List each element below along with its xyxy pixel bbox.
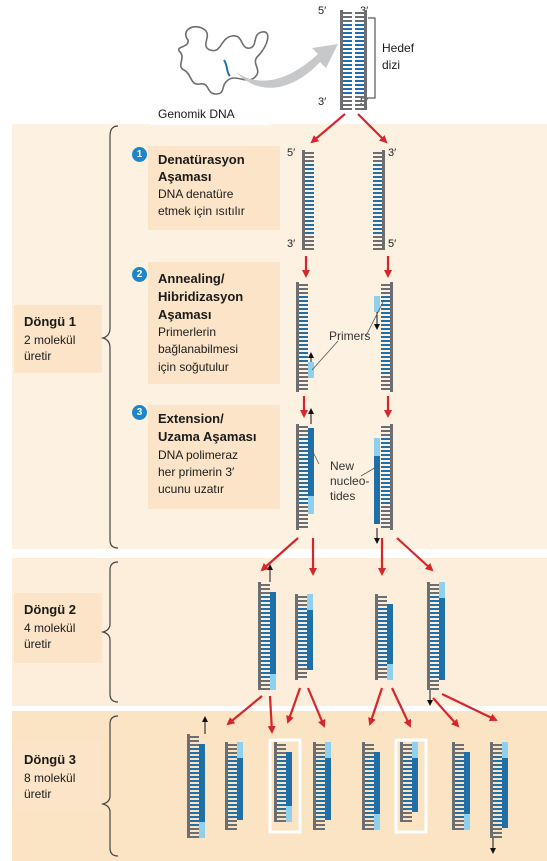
target-strand-right-rung bbox=[355, 40, 364, 42]
new-nucleotides-callout-1: New bbox=[330, 458, 354, 474]
target-strand-left bbox=[340, 10, 352, 110]
target-strand-right-rung bbox=[355, 24, 364, 26]
target-bracket bbox=[368, 18, 375, 98]
step-2-title-2: Hibridizasyon bbox=[158, 288, 243, 305]
target-strand-left-rung bbox=[343, 52, 352, 54]
step-3-title-2: Uzama Aşaması bbox=[158, 428, 257, 445]
cycle-1-title: Döngü 1 bbox=[24, 313, 76, 330]
step-3-desc-1: DNA polimeraz bbox=[158, 447, 238, 463]
step-2-desc-2: bağlanabilmesi bbox=[158, 341, 238, 357]
target-strand-right-rung bbox=[355, 64, 364, 66]
target-strand-right-rung bbox=[355, 72, 364, 74]
step-2-desc-1: Primerlerin bbox=[158, 324, 216, 340]
step1-right-3prime: 3′ bbox=[388, 147, 396, 159]
target-strand-left-rung bbox=[343, 100, 352, 102]
target-strand-right-rung bbox=[355, 60, 364, 62]
target-strand-right-rung bbox=[355, 88, 364, 90]
target-strand-left-rung bbox=[343, 40, 352, 42]
target-strand-left-rung bbox=[343, 12, 352, 14]
step-1-title-2: Aşaması bbox=[158, 168, 211, 185]
step-1-title-1: Denatürasyon bbox=[158, 151, 245, 168]
cycle-2-line1: 4 molekül bbox=[24, 620, 75, 636]
step-2-title-1: Annealing/ bbox=[158, 270, 224, 287]
target-strand-left-rung bbox=[343, 72, 352, 74]
new-nucleotides-callout-3: tides bbox=[330, 488, 355, 504]
target-strand-right-rung bbox=[355, 20, 364, 22]
target-strand-left-rung bbox=[343, 64, 352, 66]
target-strand-left-rung bbox=[343, 24, 352, 26]
step-2-number-badge: 2 bbox=[132, 267, 147, 282]
step-1-desc-1: DNA denatüre bbox=[158, 186, 233, 202]
bottom-5prime-right: 5′ bbox=[360, 96, 368, 108]
target-strand-right-rung bbox=[355, 80, 364, 82]
target-strand-left-rung bbox=[343, 84, 352, 86]
target-strand-left-rung bbox=[343, 36, 352, 38]
target-strand-right-rung bbox=[355, 76, 364, 78]
target-strand-left-rung bbox=[343, 80, 352, 82]
target-strand-right-rung bbox=[355, 92, 364, 94]
target-strand-right-rung bbox=[355, 52, 364, 54]
bottom-3prime-left: 3′ bbox=[318, 96, 326, 108]
genomic-dna-label: Genomik DNA bbox=[158, 106, 235, 122]
cycle-2-title: Döngü 2 bbox=[24, 601, 76, 618]
target-label-2: dizi bbox=[382, 57, 400, 73]
step-1-desc-2: etmek için ısıtılır bbox=[158, 203, 245, 219]
cycle-3-line2: üretir bbox=[24, 786, 51, 802]
target-strand-right-rung bbox=[355, 32, 364, 34]
target-strand-left-rung bbox=[343, 16, 352, 18]
target-strand-right-backbone bbox=[364, 10, 367, 110]
target-strand-left-backbone bbox=[340, 10, 343, 110]
target-strand-left-rung bbox=[343, 96, 352, 98]
genomic-target-highlight bbox=[224, 60, 230, 76]
target-strand-left-rung bbox=[343, 88, 352, 90]
target-strand-right-rung bbox=[355, 84, 364, 86]
target-strand-left-rung bbox=[343, 60, 352, 62]
target-strand-left-rung bbox=[343, 76, 352, 78]
target-strand-right bbox=[355, 10, 367, 110]
target-strand-left-rung bbox=[343, 92, 352, 94]
step-3-number-badge: 3 bbox=[132, 405, 147, 420]
top-3prime-right: 3′ bbox=[360, 5, 368, 17]
cycle-1-line1: 2 molekül bbox=[24, 332, 75, 348]
target-strand-right-rung bbox=[355, 56, 364, 58]
target-strand-left-rung bbox=[343, 20, 352, 22]
cycle-3-title: Döngü 3 bbox=[24, 751, 76, 768]
target-strand-right-rung bbox=[355, 108, 364, 110]
cycle-2-line2: üretir bbox=[24, 636, 51, 652]
target-strand-left-rung bbox=[343, 56, 352, 58]
step-2-desc-3: için soğutulur bbox=[158, 359, 229, 375]
target-strand-right-rung bbox=[355, 48, 364, 50]
step1-right-5prime: 5′ bbox=[388, 238, 396, 250]
top-5prime-left: 5′ bbox=[318, 5, 326, 17]
new-nucleotides-callout-2: nucleo- bbox=[330, 473, 369, 489]
target-label-1: Hedef bbox=[382, 40, 414, 56]
genomic-to-target-arrow bbox=[236, 44, 338, 88]
genomic-dna-squiggle bbox=[179, 27, 268, 94]
target-strand-left-rung bbox=[343, 44, 352, 46]
target-strand-left-rung bbox=[343, 28, 352, 30]
target-strand-right-rung bbox=[355, 68, 364, 70]
step-3-desc-3: ucunu uzatır bbox=[158, 481, 224, 497]
step-3-title-1: Extension/ bbox=[158, 410, 224, 427]
primers-callout: Primers bbox=[327, 328, 372, 344]
step-3-desc-2: her primerin 3′ bbox=[158, 464, 234, 480]
target-strand-left-rung bbox=[343, 108, 352, 110]
cycle-1-line2: üretir bbox=[24, 348, 51, 364]
target-strand-left-rung bbox=[343, 104, 352, 106]
target-strand-left-rung bbox=[343, 68, 352, 70]
step1-left-5prime: 5′ bbox=[287, 147, 295, 159]
step1-left-3prime: 3′ bbox=[287, 238, 295, 250]
step-1-number-badge: 1 bbox=[132, 147, 147, 162]
target-strand-right-rung bbox=[355, 44, 364, 46]
target-strand-right-rung bbox=[355, 36, 364, 38]
step-2-title-3: Aşaması bbox=[158, 306, 211, 323]
target-strand-left-rung bbox=[343, 32, 352, 34]
target-strand-right-rung bbox=[355, 28, 364, 30]
target-strand-left-rung bbox=[343, 48, 352, 50]
cycle-3-line1: 8 molekül bbox=[24, 770, 75, 786]
